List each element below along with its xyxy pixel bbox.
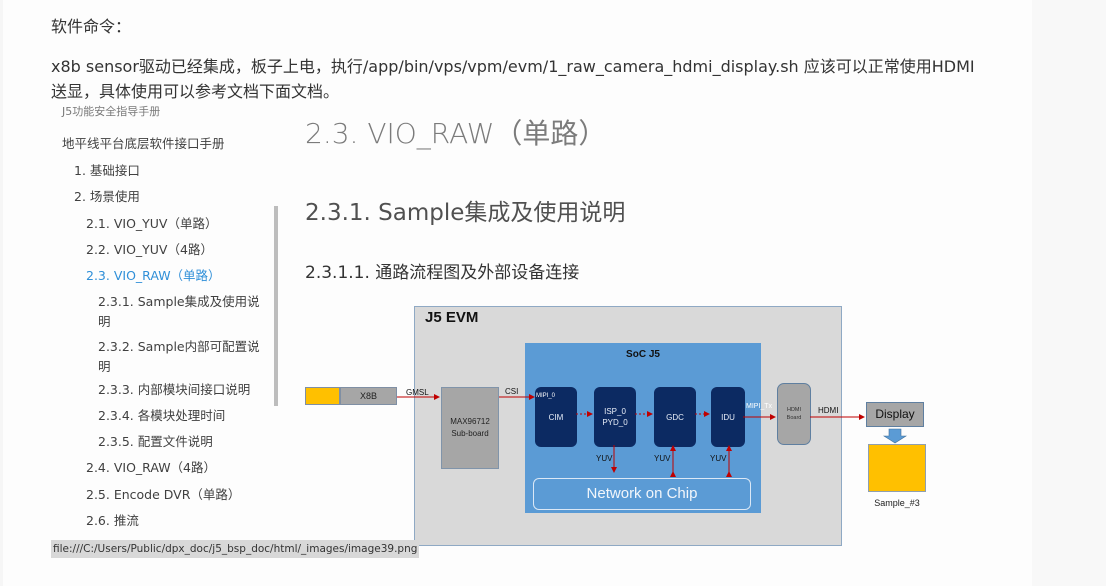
toc-item[interactable]: 2.3.5. 配置文件说明 xyxy=(98,434,213,449)
csi-label: CSI xyxy=(505,387,519,396)
max96712-subboard: MAX96712 Sub-board xyxy=(441,387,499,469)
yuv-label: YUV xyxy=(710,454,727,463)
gmsl-label: GMSL xyxy=(406,388,429,397)
toc-item[interactable]: 2.1. VIO_YUV（单路） xyxy=(86,216,218,231)
left-edge xyxy=(0,0,3,586)
yuv-label: YUV xyxy=(654,454,671,463)
display-down-arrow xyxy=(882,428,908,444)
evm-board: J5 EVM MAX96712 Sub-board SoC J5 CIM ISP… xyxy=(414,306,842,546)
doc-title-h2: 2.3.1. Sample集成及使用说明 xyxy=(305,200,626,226)
chip-label: IDU xyxy=(721,412,735,422)
chip-label: CIM xyxy=(548,412,564,422)
toc-item-active[interactable]: 2.3. VIO_RAW（单路） xyxy=(86,268,221,283)
soc-label: SoC J5 xyxy=(626,349,660,360)
instruction-paragraph: x8b sensor驱动已经集成，板子上电，执行/app/bin/vps/vpm… xyxy=(51,57,975,101)
doc-title-h1: 2.3. VIO_RAW（单路） xyxy=(305,117,607,150)
mipi-tx-label: MIPI_Tx xyxy=(746,403,773,410)
hdmi-label: HDMI xyxy=(818,406,839,415)
toc-item[interactable]: 2.4. VIO_RAW（4路） xyxy=(86,460,217,475)
chip-label: ISP_0 xyxy=(604,407,626,416)
display-box: Display xyxy=(866,402,924,427)
toc-item[interactable]: 1. 基础接口 xyxy=(74,163,140,178)
toc-item[interactable]: 2.3.1. Sample集成及使用说明 xyxy=(98,294,260,329)
toc-item[interactable]: 2.3.4. 各模块处理时间 xyxy=(98,408,226,423)
chip-gdc: GDC xyxy=(654,387,696,447)
toc-item[interactable]: J5功能安全指导手册 xyxy=(62,105,161,118)
toc-scrollbar[interactable] xyxy=(274,206,278,406)
mipi-in-label: MIPI_0 xyxy=(536,393,556,399)
hdmi-board-line1: HDMI xyxy=(786,407,802,413)
sensor-x8b-box: X8B xyxy=(340,387,397,405)
toc-item[interactable]: 2. 场景使用 xyxy=(74,189,140,204)
toc-item[interactable]: 地平线平台底层软件接口手册 xyxy=(62,136,225,151)
yuv-label: YUV xyxy=(596,454,613,463)
hdmi-board-line2: Board xyxy=(786,415,802,421)
evm-label: J5 EVM xyxy=(425,309,479,326)
status-bar-url: file:///C:/Users/Public/dpx_doc/j5_bsp_d… xyxy=(51,540,420,558)
network-on-chip: Network on Chip xyxy=(533,478,751,510)
toc-item[interactable]: 2.3.3. 内部模块间接口说明 xyxy=(98,382,251,397)
chip-label: GDC xyxy=(666,412,684,422)
toc-item[interactable]: 2.5. Encode DVR（单路） xyxy=(86,487,241,502)
hdmi-board: HDMI Board xyxy=(777,383,811,445)
toc-item[interactable]: 2.2. VIO_YUV（4路） xyxy=(86,242,213,257)
diagram-wires xyxy=(397,394,908,477)
doc-title-h3: 2.3.1.1. 通路流程图及外部设备连接 xyxy=(305,263,580,283)
right-gutter xyxy=(1032,0,1106,586)
soc-j5: SoC J5 CIM ISP_0 PYD_0 GDC IDU Network o… xyxy=(525,343,761,513)
subboard-line2: Sub-board xyxy=(451,429,489,438)
chip-isp-pyd: ISP_0 PYD_0 xyxy=(594,387,636,447)
toc-item[interactable]: 2.3.2. Sample内部可配置说明 xyxy=(98,339,260,374)
sensor-color-block xyxy=(305,387,340,405)
subboard-line1: MAX96712 xyxy=(450,417,490,426)
section-label: 软件命令： xyxy=(51,17,132,36)
sample-label: Sample_#3 xyxy=(874,498,920,508)
pipeline-diagram: X8B J5 EVM MAX96712 Sub-board SoC J5 CIM… xyxy=(300,300,940,550)
chip-cim: CIM xyxy=(535,387,577,447)
chip-label: PYD_0 xyxy=(602,418,628,427)
display-output-block xyxy=(868,444,926,492)
toc-item[interactable]: 2.6. 推流 xyxy=(86,513,139,528)
chip-idu: IDU xyxy=(711,387,745,447)
